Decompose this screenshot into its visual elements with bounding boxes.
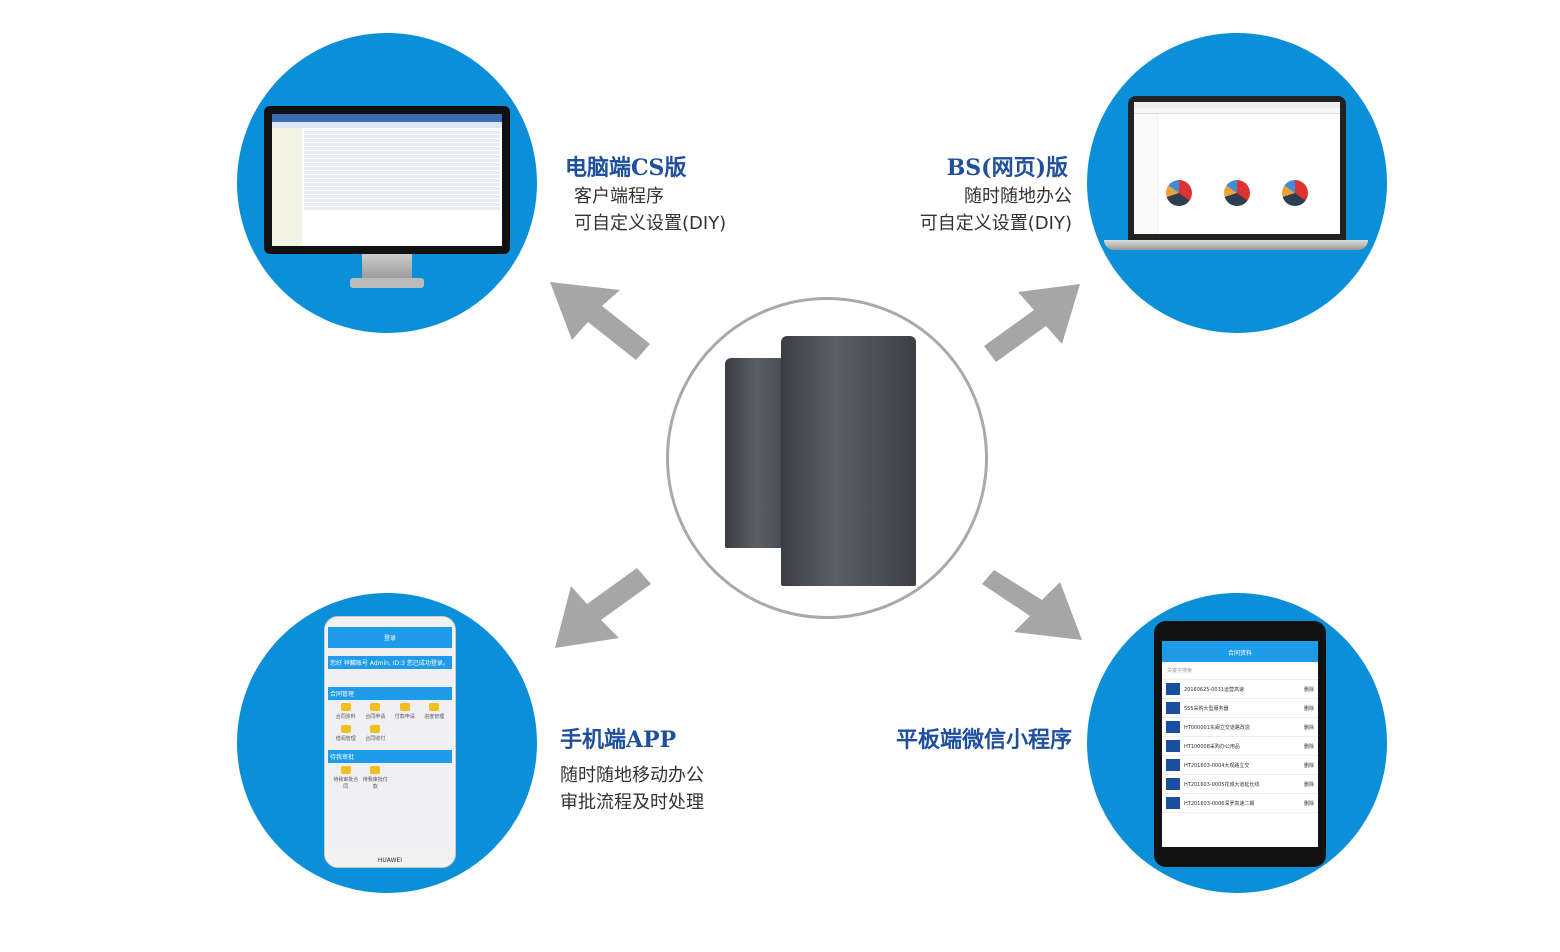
- laptop: [1128, 96, 1346, 240]
- phone-menu-item[interactable]: 待我审批付款: [361, 766, 391, 790]
- phone-section-approval: 待我审批: [328, 750, 452, 763]
- pie-chart: [1282, 180, 1308, 206]
- app-desc: 随时随地移动办公 审批流程及时处理: [560, 762, 704, 816]
- monitor-foot: [350, 278, 424, 288]
- tablet-header: 合同资料: [1162, 641, 1318, 662]
- desktop-monitor: [264, 106, 510, 254]
- laptop-base: [1104, 240, 1368, 250]
- mini-title: 平板端微信小程序: [895, 727, 1072, 753]
- phone-menu-item[interactable]: 付款申请: [390, 703, 420, 720]
- app-title: 手机端APP: [560, 727, 677, 753]
- list-item[interactable]: HT000001东阚立交道路改造删除: [1162, 718, 1318, 737]
- phone-menu-item[interactable]: 合同收付: [361, 725, 391, 742]
- list-item[interactable]: HT201603-0004大观路立交删除: [1162, 756, 1318, 775]
- phone-screen: 登录 您好 祥麟账号 Admin, ID:3 您已成功登录。 合同管理 合同资料…: [328, 627, 452, 849]
- phone-menu-item[interactable]: 合同申请: [361, 703, 391, 720]
- arrow-down-left-icon: [555, 568, 651, 648]
- server-tower-front: [781, 336, 916, 586]
- tablet-search-input[interactable]: 关键字搜索: [1162, 662, 1318, 680]
- pie-chart: [1166, 180, 1192, 206]
- server-circle: [666, 297, 988, 619]
- arrow-up-right-icon: [984, 284, 1080, 362]
- phone-menu-item[interactable]: 合同资料: [331, 703, 361, 720]
- cs-title: 电脑端CS版: [565, 155, 687, 181]
- cs-desc: 客户端程序 可自定义设置(DIY): [574, 183, 726, 237]
- app-line: 随时随地移动办公: [560, 765, 704, 786]
- phone-menu-item[interactable]: 待我审批合同: [331, 766, 361, 790]
- tablet-screen: 合同资料 关键字搜索 20160625-0031运营高速删除 555采购大型服务…: [1162, 641, 1318, 847]
- list-item[interactable]: HT100008采购办公用品删除: [1162, 737, 1318, 756]
- list-item[interactable]: HT201603-0005花城大道延长线删除: [1162, 775, 1318, 794]
- bs-title: BS(网页)版: [946, 155, 1068, 181]
- cs-line: 可自定义设置(DIY): [574, 213, 727, 234]
- bs-web-screenshot: [1134, 102, 1340, 234]
- phone-brand: HUAWEI: [377, 857, 403, 864]
- bs-line: 随时随地办公: [964, 186, 1072, 207]
- app-line: 审批流程及时处理: [560, 792, 704, 813]
- mobile-phone: 登录 您好 祥麟账号 Admin, ID:3 您已成功登录。 合同管理 合同资料…: [324, 616, 456, 868]
- tablet: 合同资料 关键字搜索 20160625-0031运营高速删除 555采购大型服务…: [1154, 621, 1326, 867]
- cs-line: 客户端程序: [574, 186, 664, 207]
- phone-section-contract: 合同管理: [328, 687, 452, 700]
- pie-chart: [1224, 180, 1250, 206]
- cs-app-screenshot: [272, 114, 502, 246]
- bs-desc: 随时随地办公 可自定义设置(DIY): [920, 183, 1072, 237]
- phone-menu-item[interactable]: 借阅管理: [331, 725, 361, 742]
- list-item[interactable]: 20160625-0031运营高速删除: [1162, 680, 1318, 699]
- phone-menu-item[interactable]: 进度管理: [420, 703, 450, 720]
- arrow-down-right-icon: [982, 570, 1082, 640]
- phone-welcome: 您好 祥麟账号 Admin, ID:3 您已成功登录。: [328, 656, 452, 669]
- bs-line: 可自定义设置(DIY): [919, 213, 1072, 234]
- monitor-stand: [362, 254, 412, 280]
- phone-header: 登录: [328, 627, 452, 648]
- arrow-up-left-icon: [550, 282, 650, 360]
- list-item[interactable]: HT201603-0006深罗高速二期删除: [1162, 794, 1318, 813]
- list-item[interactable]: 555采购大型服务器删除: [1162, 699, 1318, 718]
